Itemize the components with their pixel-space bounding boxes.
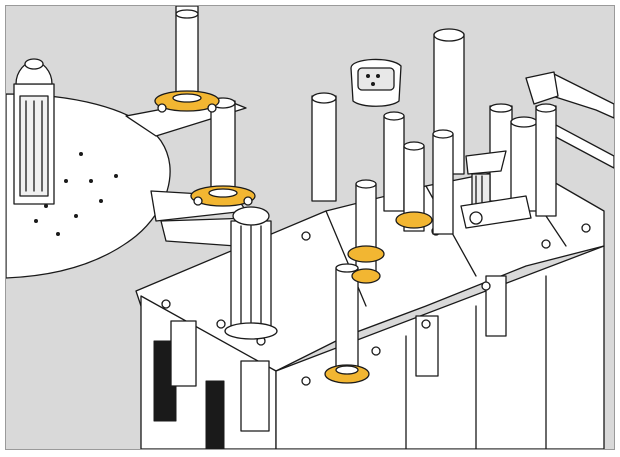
gripper-mechanism bbox=[460, 150, 532, 229]
yellow-collars bbox=[154, 90, 433, 384]
applicator-head bbox=[224, 206, 278, 340]
illustration-frame bbox=[5, 5, 615, 450]
machine-drawing bbox=[6, 6, 614, 449]
counter-display bbox=[350, 58, 402, 107]
roller-posts bbox=[175, 6, 557, 374]
post-washers bbox=[157, 103, 253, 206]
side-rail bbox=[525, 71, 614, 169]
disc-holes bbox=[34, 152, 118, 236]
sensor-column-left bbox=[13, 58, 55, 205]
